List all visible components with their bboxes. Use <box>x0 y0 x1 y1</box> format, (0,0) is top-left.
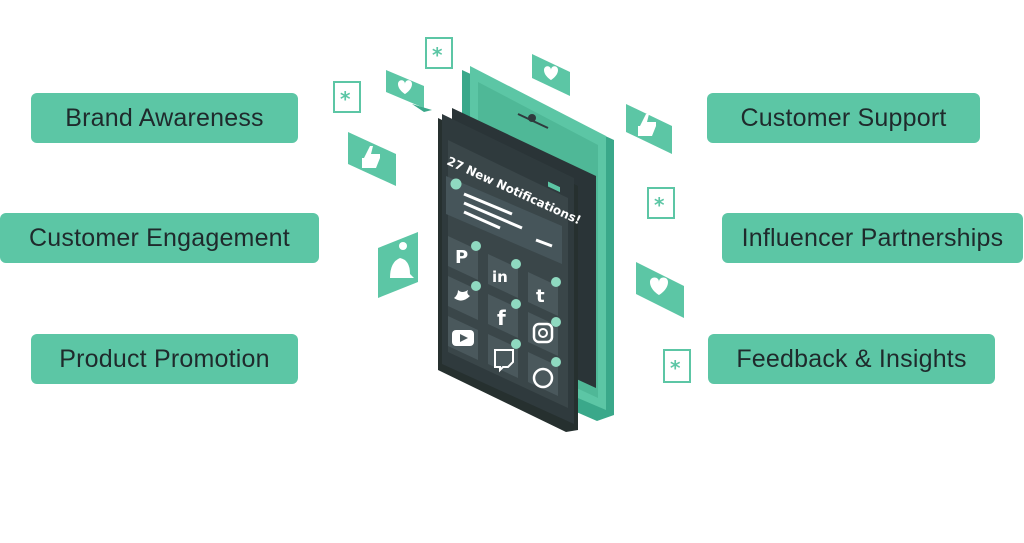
svg-text:*: * <box>340 87 351 111</box>
svg-text:*: * <box>432 43 443 67</box>
floating-bell-icon <box>378 232 418 298</box>
floating-heart-icon <box>532 54 570 96</box>
svg-text:*: * <box>654 193 665 217</box>
whatsapp-icon <box>528 352 561 396</box>
facebook-icon: f <box>488 294 521 338</box>
floating-thumbs-up-icon <box>348 132 396 186</box>
floating-asterisk-icon: * <box>425 37 453 69</box>
twitch-icon <box>488 334 521 378</box>
label-customer-engagement: Customer Engagement <box>0 213 319 263</box>
svg-text:t: t <box>536 286 545 307</box>
label-brand-awareness: Brand Awareness <box>31 93 298 143</box>
pinterest-icon: P <box>448 236 481 280</box>
notification-banner <box>446 176 562 264</box>
floating-heart-icon <box>386 70 432 112</box>
label-customer-support: Customer Support <box>707 93 980 143</box>
floating-asterisk-icon: * <box>663 349 691 383</box>
label-product-promotion: Product Promotion <box>31 334 298 384</box>
label-influencer-partnerships: Influencer Partnerships <box>722 213 1023 263</box>
instagram-icon <box>528 312 561 356</box>
svg-text:*: * <box>670 356 681 380</box>
svg-text:f: f <box>497 306 506 330</box>
tumblr-icon: t <box>528 272 561 316</box>
linkedin-icon: in <box>488 254 521 298</box>
floating-asterisk-icon: * <box>333 81 361 113</box>
app-grid: P in t f <box>448 236 561 396</box>
floating-thumbs-up-icon <box>626 104 672 154</box>
youtube-icon <box>448 316 478 360</box>
floating-heart-icon <box>636 262 684 318</box>
floating-asterisk-icon: * <box>647 187 675 219</box>
svg-text:in: in <box>492 268 508 286</box>
svg-text:P: P <box>455 247 468 268</box>
twitter-icon <box>448 276 481 320</box>
label-feedback-insights: Feedback & Insights <box>708 334 995 384</box>
